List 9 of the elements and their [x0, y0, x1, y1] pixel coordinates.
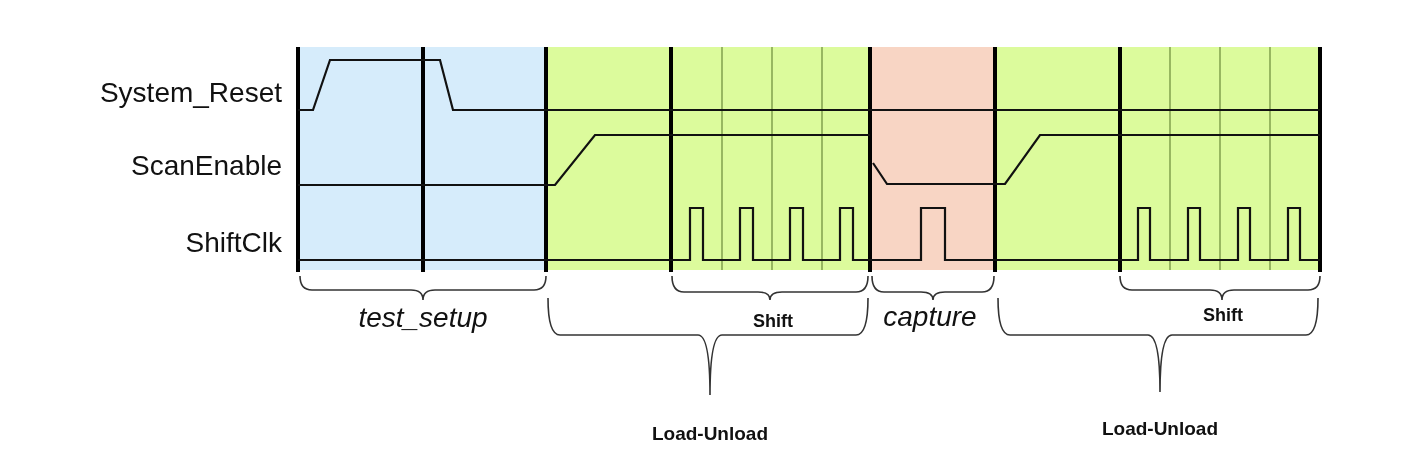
- phase-label: Load-Unload: [651, 423, 769, 443]
- phase-label: Shift: [1203, 306, 1243, 324]
- phase-label: Load-Unload: [1101, 418, 1219, 438]
- signal-name: ShiftClk: [185, 229, 282, 257]
- phase-label: test_setup: [358, 304, 488, 332]
- signal-name: System_Reset: [99, 79, 282, 107]
- phase-label: Shift: [753, 312, 793, 330]
- signal-name: ScanEnable: [131, 152, 282, 180]
- phase-label: capture: [883, 303, 977, 331]
